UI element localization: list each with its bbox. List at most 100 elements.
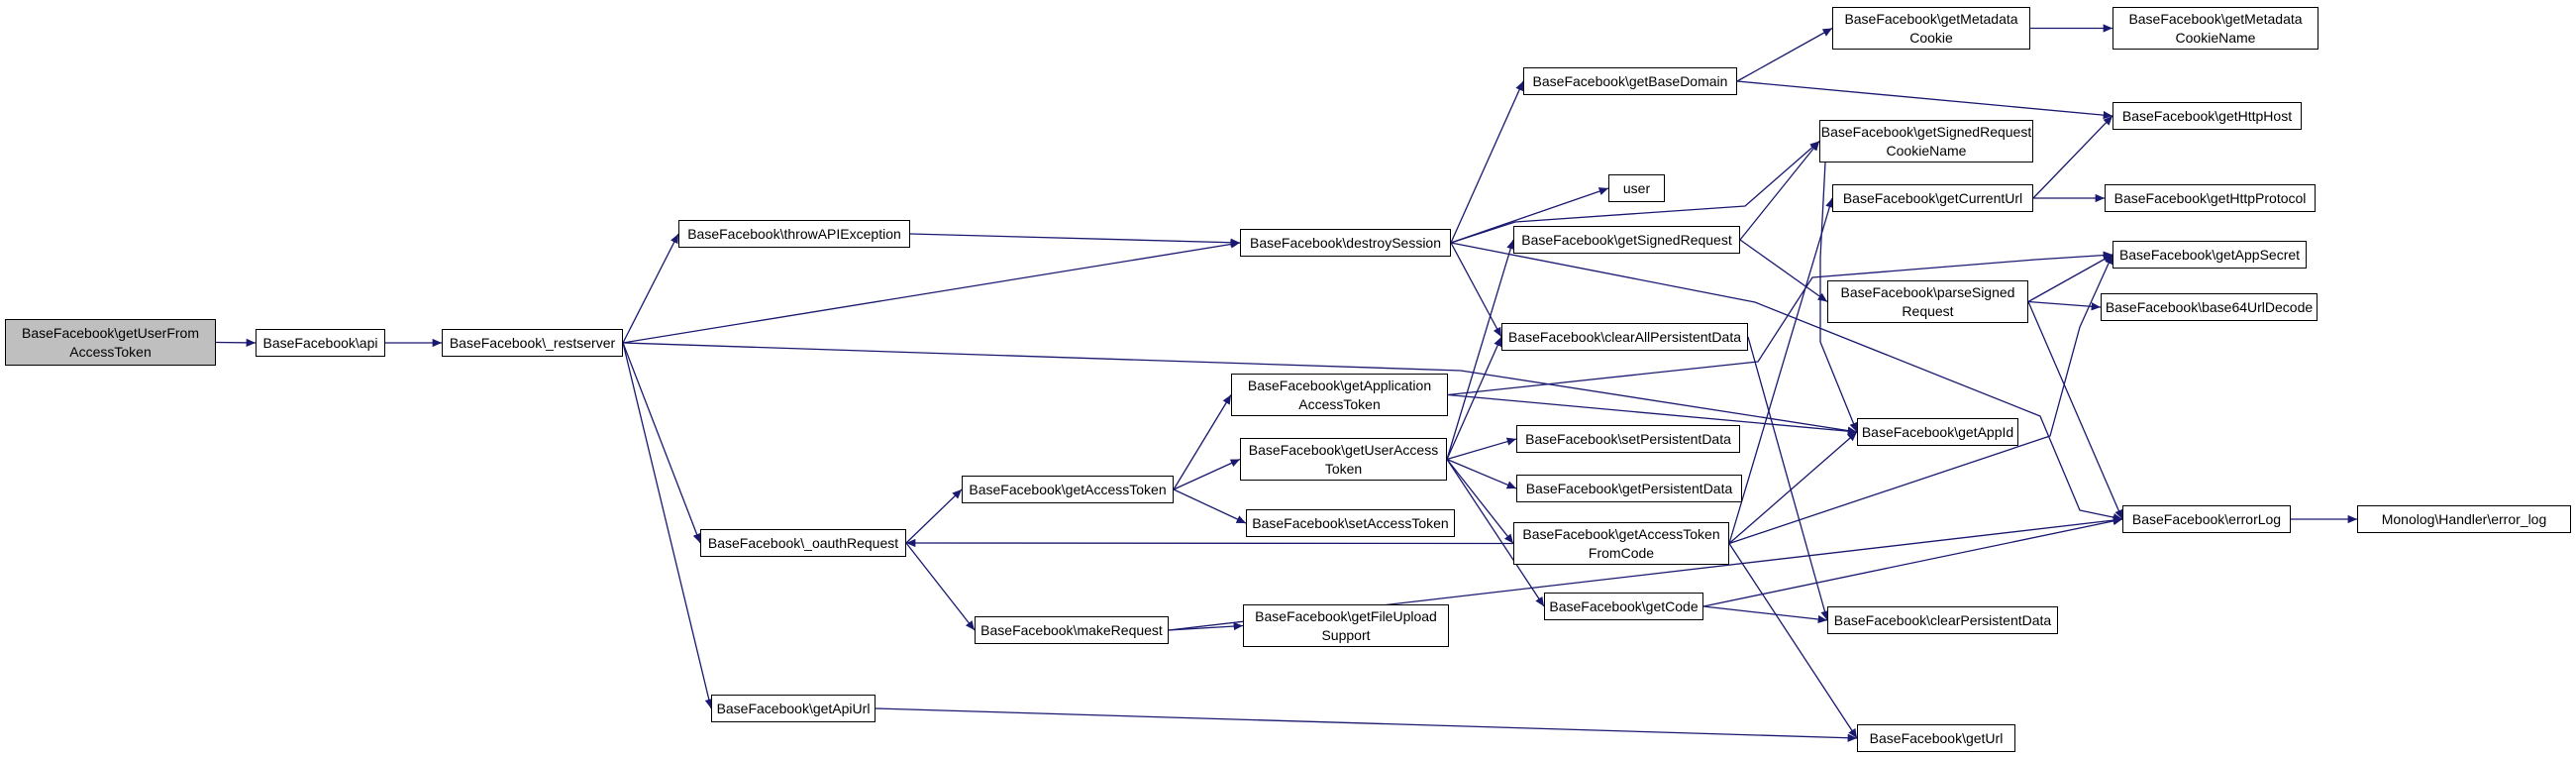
- node-label: BaseFacebook\getSignedRequest: [1521, 231, 1732, 248]
- node-makeRequest[interactable]: BaseFacebook\makeRequest: [975, 616, 1169, 644]
- edge-getUserAccessToken-to-getCode: [1446, 459, 1545, 607]
- node-getPersistentData[interactable]: BaseFacebook\getPersistentData: [1516, 475, 1742, 502]
- node-label: BaseFacebook\getCurrentUrl: [1842, 189, 2023, 206]
- node-oauthRequest[interactable]: BaseFacebook\_oauthRequest: [700, 529, 906, 557]
- edge-getAccessTokenFromCode-to-getUrl: [1728, 543, 1858, 739]
- node-label: BaseFacebook\getUrl: [1869, 729, 2004, 746]
- edge-getAccessToken-to-getApplicationAccessToken: [1173, 394, 1232, 490]
- edge-getAccessTokenFromCode-to-getAppSecret: [1728, 254, 2113, 545]
- node-label: BaseFacebook\getMetadata: [1844, 11, 2018, 28]
- node-getCurrentUrl[interactable]: BaseFacebook\getCurrentUrl: [1832, 184, 2033, 212]
- edge-getUserAccessToken-to-getAccessTokenFromCode: [1446, 459, 1514, 544]
- node-label: BaseFacebook\getHttpHost: [2121, 107, 2293, 124]
- node-label: CookieName: [2175, 29, 2256, 46]
- node-base64UrlDecode[interactable]: BaseFacebook\base64UrlDecode: [2101, 293, 2318, 321]
- node-getUrl[interactable]: BaseFacebook\getUrl: [1857, 724, 2015, 752]
- edge-getAccessTokenFromCode-to-getCurrentUrl: [1728, 197, 1834, 544]
- edge-restserver-to-throwAPIException: [622, 233, 679, 344]
- node-label: BaseFacebook\makeRequest: [980, 621, 1163, 638]
- edge-destroySession-to-getBaseDomain: [1450, 80, 1524, 244]
- node-label: BaseFacebook\getSignedRequest: [1820, 124, 2032, 141]
- edge-getSignedRequest-to-getSignedRequestCookieName: [1739, 141, 1820, 241]
- edge-destroySession-to-getSignedRequestCookieName: [1450, 141, 1820, 244]
- node-label: BaseFacebook\parseSigned: [1840, 284, 2015, 301]
- node-label: BaseFacebook\getPersistentData: [1525, 480, 1733, 496]
- node-label: BaseFacebook\api: [262, 334, 378, 351]
- node-label: BaseFacebook\getFileUpload: [1255, 608, 1437, 625]
- node-user[interactable]: user: [1608, 174, 1665, 202]
- edge-getUserAccessToken-to-clearAllPersistentData: [1446, 336, 1502, 460]
- edge-destroySession-to-errorLog: [1450, 242, 2123, 522]
- node-getAccessToken[interactable]: BaseFacebook\getAccessToken: [962, 476, 1174, 503]
- edge-getAccessToken-to-setAccessToken: [1173, 488, 1247, 524]
- edge-oauthRequest-to-makeRequest: [905, 542, 976, 631]
- edge-oauthRequest-to-getAccessToken: [905, 488, 963, 544]
- node-clearPersistentData[interactable]: BaseFacebook\clearPersistentData: [1827, 606, 2058, 634]
- node-label: BaseFacebook\throwAPIException: [687, 225, 901, 242]
- node-label: BaseFacebook\clearAllPersistentData: [1507, 328, 1741, 345]
- node-clearAllPersistentData[interactable]: BaseFacebook\clearAllPersistentData: [1501, 323, 1748, 351]
- node-getHttpHost[interactable]: BaseFacebook\getHttpHost: [2112, 102, 2302, 130]
- node-label: BaseFacebook\destroySession: [1250, 234, 1441, 251]
- edge-getAccessTokenFromCode-to-getAppId: [1728, 431, 1858, 544]
- edge-parseSignedRequest-to-getAppSecret: [2027, 254, 2113, 303]
- node-label: BaseFacebook\getApplication: [1247, 378, 1432, 394]
- edge-restserver-to-getApiUrl: [622, 342, 713, 709]
- node-label: BaseFacebook\setPersistentData: [1525, 430, 1731, 447]
- node-setAccessToken[interactable]: BaseFacebook\setAccessToken: [1246, 509, 1455, 537]
- node-errorLog[interactable]: BaseFacebook\errorLog: [2122, 505, 2291, 533]
- node-label: AccessToken: [69, 343, 152, 360]
- node-label: BaseFacebook\getAccessToken: [969, 481, 1167, 497]
- edge-getCode-to-errorLog: [1702, 516, 2123, 607]
- node-label: BaseFacebook\getBaseDomain: [1532, 72, 1728, 89]
- node-getApiUrl[interactable]: BaseFacebook\getApiUrl: [711, 695, 876, 722]
- node-label: BaseFacebook\getHttpProtocol: [2113, 189, 2307, 206]
- edge-getApiUrl-to-getUrl: [875, 707, 1858, 742]
- edge-parseSignedRequest-to-errorLog: [2027, 301, 2123, 520]
- edge-getUserAccessToken-to-setPersistentData: [1446, 437, 1517, 461]
- node-getAppSecret[interactable]: BaseFacebook\getAppSecret: [2112, 241, 2307, 269]
- node-label: BaseFacebook\getUserAccess: [1248, 442, 1439, 459]
- node-label: BaseFacebook\_restserver: [449, 334, 616, 351]
- node-label: CookieName: [1886, 142, 1967, 159]
- node-label: BaseFacebook\getAccessToken: [1522, 526, 1720, 543]
- edge-getBaseDomain-to-getMetadataCookie: [1736, 27, 1833, 82]
- node-getBaseDomain[interactable]: BaseFacebook\getBaseDomain: [1523, 67, 1737, 95]
- node-getHttpProtocol[interactable]: BaseFacebook\getHttpProtocol: [2105, 184, 2316, 212]
- edge-getUserFromAccessToken-to-api: [215, 338, 257, 348]
- node-throwAPIException[interactable]: BaseFacebook\throwAPIException: [678, 220, 910, 248]
- node-label: BaseFacebook\errorLog: [2131, 510, 2282, 527]
- node-getCode[interactable]: BaseFacebook\getCode: [1544, 593, 1703, 620]
- edge-restserver-to-destroySession: [622, 240, 1241, 344]
- node-getSignedRequest[interactable]: BaseFacebook\getSignedRequest: [1513, 226, 1740, 254]
- node-restserver[interactable]: BaseFacebook\_restserver: [442, 329, 623, 357]
- node-monologErrorLog[interactable]: Monolog\Handler\error_log: [2357, 505, 2571, 533]
- node-setPersistentData[interactable]: BaseFacebook\setPersistentData: [1516, 425, 1740, 453]
- node-api[interactable]: BaseFacebook\api: [256, 329, 385, 357]
- node-label: BaseFacebook\getAppSecret: [2118, 246, 2301, 263]
- edge-getCurrentUrl-to-getHttpHost: [2032, 115, 2113, 199]
- node-label: FromCode: [1588, 544, 1655, 561]
- node-label: Token: [1324, 460, 1363, 477]
- edge-getCode-to-clearPersistentData: [1702, 605, 1828, 624]
- edge-getAccessTokenFromCode-to-oauthRequest: [905, 538, 1514, 548]
- edge-getApplicationAccessToken-to-getAppSecret: [1447, 251, 2113, 396]
- node-label: BaseFacebook\getMetadata: [2128, 11, 2303, 28]
- edge-clearAllPersistentData-to-clearPersistentData: [1747, 336, 1829, 621]
- node-label: BaseFacebook\base64UrlDecode: [2105, 298, 2314, 315]
- node-label: BaseFacebook\setAccessToken: [1252, 514, 1449, 531]
- edge-getAccessToken-to-getUserAccessToken: [1173, 458, 1241, 490]
- node-label: AccessToken: [1298, 395, 1381, 412]
- node-destroySession[interactable]: BaseFacebook\destroySession: [1240, 229, 1451, 257]
- node-getAppId[interactable]: BaseFacebook\getAppId: [1857, 418, 2018, 446]
